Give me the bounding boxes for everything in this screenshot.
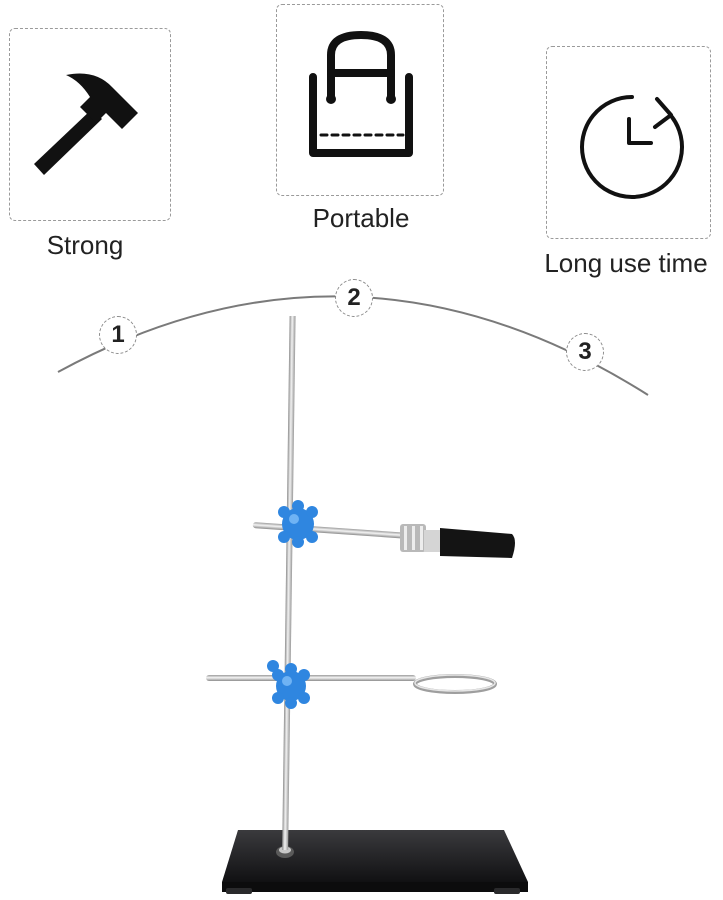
feature-label-portable: Portable <box>312 203 410 233</box>
lower-knob <box>267 660 310 709</box>
stand-base <box>222 830 528 894</box>
clock-refresh-icon <box>580 95 684 199</box>
feature-card-portable <box>276 4 444 196</box>
hammer-icon <box>34 73 138 175</box>
feature-card-strong <box>9 28 171 221</box>
marker-2: 2 <box>335 279 373 317</box>
feature-card-long-use-time <box>546 46 711 239</box>
ring-clamp <box>206 674 497 694</box>
marker-3: 3 <box>566 333 604 371</box>
feature-label-long-use-time: Long use time <box>544 248 708 278</box>
feature-label-strong: Strong <box>46 230 124 260</box>
upper-knob <box>278 500 318 548</box>
vertical-rod <box>282 316 296 850</box>
marker-1: 1 <box>99 316 137 354</box>
bag-icon <box>309 31 413 157</box>
